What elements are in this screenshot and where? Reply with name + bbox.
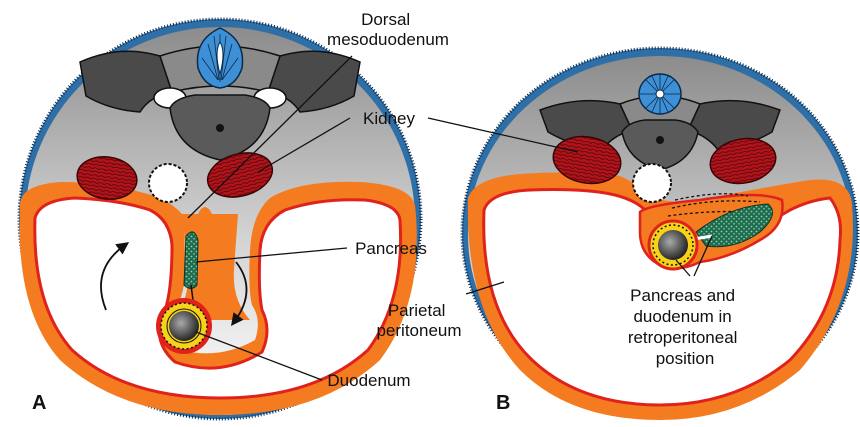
panel-label-a: A <box>32 392 46 414</box>
duodenum-b <box>649 221 697 269</box>
aorta-b <box>633 164 671 202</box>
label-kidney: Kidney <box>363 109 415 128</box>
duodenum-a <box>156 298 212 354</box>
aorta-a <box>149 164 187 202</box>
label-dorsal-mesoduodenum: Dorsal mesoduodenum <box>327 10 449 49</box>
panel-label-b: B <box>496 392 510 414</box>
label-pancreas: Pancreas <box>355 239 427 258</box>
label-parietal-peritoneum: Parietal peritoneum <box>376 301 461 340</box>
pancreas-a <box>184 232 198 289</box>
panel-a <box>19 19 421 419</box>
label-duodenum: Duodenum <box>327 371 410 390</box>
